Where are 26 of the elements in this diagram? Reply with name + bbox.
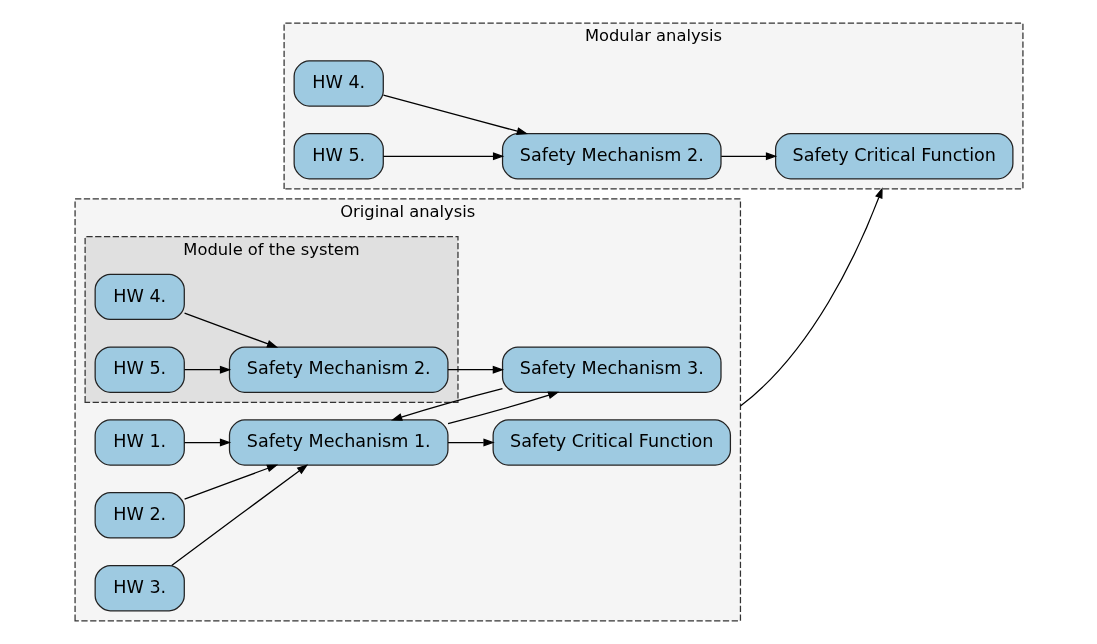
- node-box: HW 2.: [94, 492, 185, 539]
- node-box: HW 4.: [94, 273, 185, 321]
- arrow: [720, 152, 777, 161]
- node-box: Safety Mechanism 2.: [501, 133, 722, 180]
- node-box: HW 3.: [94, 564, 185, 612]
- node-box: HW 5.: [94, 346, 185, 393]
- arrow: [183, 464, 278, 500]
- arrow: [390, 388, 503, 421]
- node-box: HW 5.: [293, 133, 384, 180]
- arrow: [382, 94, 528, 135]
- arrow: [183, 438, 231, 447]
- node-box: Safety Mechanism 1.: [228, 419, 449, 466]
- arrow: [183, 312, 278, 348]
- node-box: Safety Mechanism 2.: [228, 346, 449, 393]
- arrow: [739, 187, 883, 407]
- node-box: HW 4.: [293, 60, 384, 107]
- node-box: HW 1.: [94, 419, 185, 466]
- node-box: Safety Critical Function: [492, 419, 731, 466]
- arrow: [382, 152, 504, 161]
- arrow: [446, 391, 559, 425]
- node-box: Safety Critical Function: [774, 133, 1013, 180]
- node-box: Safety Mechanism 3.: [501, 346, 722, 393]
- arrow: [446, 365, 504, 374]
- arrow: [170, 464, 308, 567]
- arrow: [446, 438, 495, 447]
- arrow: [183, 365, 231, 374]
